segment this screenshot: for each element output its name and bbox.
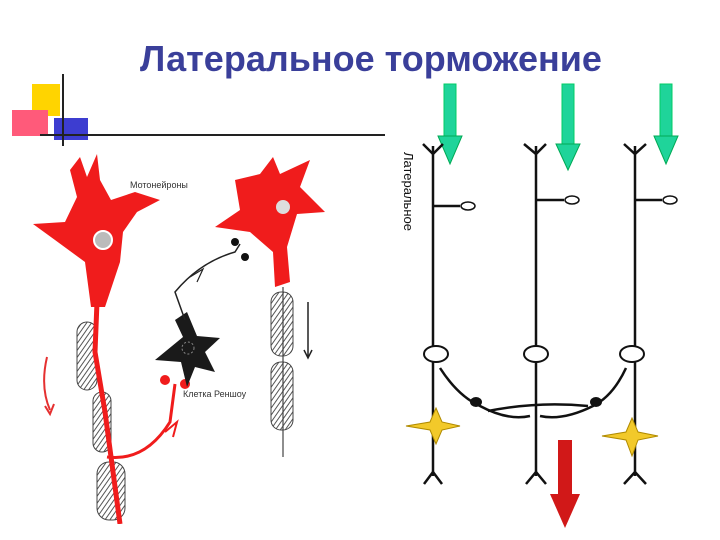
right-motoneuron-body (215, 157, 325, 287)
renshaw-axon (174, 243, 241, 321)
decor-blue-square (54, 118, 88, 140)
left-axon-arrow (43, 356, 51, 411)
motoneuron-diagram: Мотонейроны Клетка Реншоу (25, 152, 355, 524)
input-arrow-1 (437, 83, 463, 166)
decor-red-square (12, 110, 48, 136)
slide-title: Латеральное торможение (140, 38, 602, 79)
decor-horizontal-line (40, 134, 385, 136)
renshaw-nucleus (181, 341, 195, 355)
collateral-terminal-1 (160, 375, 170, 385)
decor-vertical-line (62, 74, 64, 146)
left-motoneuron-body (33, 154, 160, 307)
inhibitory-connection-left (438, 367, 531, 419)
renshaw-terminal-1 (231, 238, 239, 246)
right-motoneuron-nucleus (276, 200, 290, 214)
input-arrow-2 (555, 83, 581, 172)
receptor-endings (460, 195, 678, 211)
renshaw-terminal-2 (241, 253, 249, 261)
lateral-label: Латеральное (401, 152, 416, 231)
renshaw-arrow (189, 267, 205, 283)
lateral-inhibition-diagram (388, 76, 718, 536)
inhibitory-crossing (487, 403, 589, 413)
renshaw-cell (155, 312, 220, 387)
output-arrow (550, 440, 580, 528)
interneuron-star-left (405, 406, 461, 446)
motoneurons-label: Мотонейроны (130, 180, 188, 190)
renshaw-cell-label: Клетка Реншоу (183, 389, 247, 399)
collateral-arrow (164, 419, 179, 438)
right-axon-arrow (303, 302, 313, 360)
inhibitory-connection-right (539, 367, 628, 419)
left-axon-arrowhead (44, 403, 55, 417)
left-axon (92, 301, 123, 524)
axon-collateral (106, 383, 177, 460)
right-axon-myelin-1 (270, 291, 294, 357)
relay-cells (423, 345, 645, 363)
inhibitory-synapses (470, 397, 602, 407)
right-axon-myelin-2 (270, 361, 294, 431)
interneuron-star-right (601, 416, 659, 458)
left-motoneuron-nucleus (93, 230, 113, 250)
input-arrow-3 (653, 83, 679, 166)
